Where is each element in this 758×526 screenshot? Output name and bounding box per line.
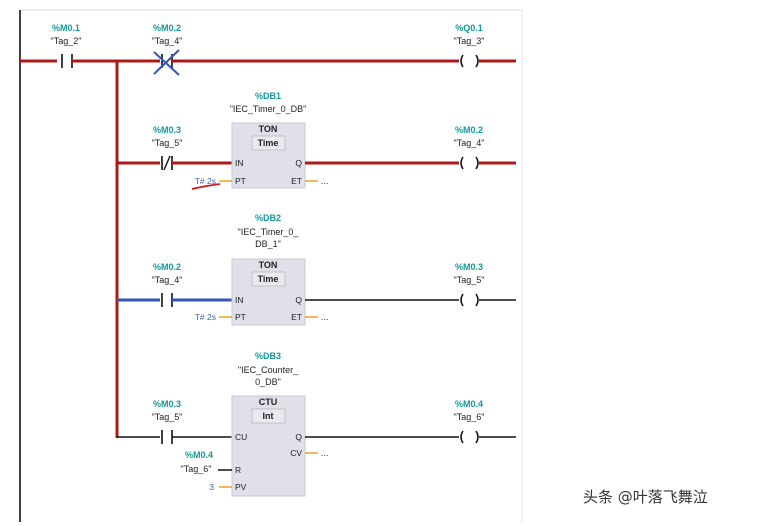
rung-3: %M0.2 "Tag_4" %DB2 "IEC_Timer_0_ DB_1" T… — [117, 213, 516, 326]
db3-datatype-selector[interactable] — [251, 408, 286, 424]
db1-pin-pt: PT — [235, 176, 246, 186]
cross-mark-icon — [153, 49, 180, 75]
ctu-block-db3[interactable]: CTU Int CU R PV Q CV — [231, 395, 306, 497]
db2-datatype-selector[interactable] — [251, 271, 286, 287]
db3-pv-value[interactable]: 3 — [209, 482, 214, 492]
contact-m02-top-tag: "Tag_4" — [152, 36, 183, 46]
db3-pin-pv: PV — [235, 482, 247, 492]
db2-pin-in: IN — [235, 295, 244, 305]
contact-m02-top-address: %M0.2 — [153, 23, 181, 33]
coil-m02[interactable] — [460, 156, 479, 170]
db1-instance-name: "IEC_Timer_0_DB" — [230, 104, 307, 114]
coil-m04[interactable] — [460, 430, 479, 444]
db1-pin-in: IN — [235, 158, 244, 168]
db2-pin-pt: PT — [235, 312, 246, 322]
db1-pin-et: ET — [291, 176, 302, 186]
db3-pin-r: R — [235, 465, 241, 475]
coil-q01-address: %Q0.1 — [455, 23, 483, 33]
coil-q01[interactable] — [460, 54, 479, 68]
contact-m03-no-address: %M0.3 — [153, 399, 181, 409]
coil-q01-tag: "Tag_3" — [454, 36, 485, 46]
db2-instance-name-line1: "IEC_Timer_0_ — [238, 227, 300, 237]
ton-block-db2[interactable]: TON Time IN PT Q ET — [231, 258, 306, 326]
coil-m02-address: %M0.2 — [455, 125, 483, 135]
db1-block-type: TON — [259, 124, 278, 134]
contact-m02-address: %M0.2 — [153, 262, 181, 272]
db2-block-type: TON — [259, 260, 278, 270]
db1-address: %DB1 — [255, 91, 281, 101]
contact-m01[interactable] — [61, 54, 73, 68]
db2-instance-name-line2: DB_1" — [255, 239, 281, 249]
contact-m03-nc[interactable] — [161, 155, 173, 171]
db1-datatype: Time — [258, 138, 279, 148]
contact-m02[interactable] — [161, 293, 173, 307]
db3-instance-name-line1: "IEC_Counter_ — [238, 365, 299, 375]
ton-block-db1[interactable]: TON Time IN PT Q ET — [231, 122, 306, 189]
db3-address: %DB3 — [255, 351, 281, 361]
rung-1: %M0.1 "Tag_2" %M0.2 "Tag_4" %Q0.1 "Tag_3… — [20, 23, 516, 76]
db3-instance-name-line2: 0_DB" — [255, 377, 281, 387]
coil-m03-tag: "Tag_5" — [454, 275, 485, 285]
coil-m03[interactable] — [460, 293, 479, 307]
rung-4: %M0.3 "Tag_5" %DB3 "IEC_Counter_ 0_DB" C… — [117, 351, 516, 497]
rung-2: %M0.3 "Tag_5" %DB1 "IEC_Timer_0_DB" TON … — [117, 91, 516, 190]
contact-m02-top[interactable] — [153, 49, 180, 76]
db3-pin-cv: CV — [290, 448, 302, 458]
db3-block-type: CTU — [259, 397, 278, 407]
contact-m02-tag: "Tag_4" — [152, 275, 183, 285]
db2-pin-et: ET — [291, 312, 302, 322]
coil-m04-tag: "Tag_6" — [454, 412, 485, 422]
db2-address: %DB2 — [255, 213, 281, 223]
contact-m03-tag: "Tag_5" — [152, 138, 183, 148]
negation-slash-icon — [163, 155, 171, 171]
db2-pt-value[interactable]: T# 2s — [195, 312, 216, 322]
db3-cv-value[interactable]: ... — [321, 448, 329, 458]
contact-m03-no[interactable] — [161, 430, 173, 444]
db1-pt-value[interactable]: T# 2s — [195, 176, 216, 186]
contact-m03-address: %M0.3 — [153, 125, 181, 135]
coil-m02-tag: "Tag_4" — [454, 138, 485, 148]
db3-pin-q: Q — [295, 432, 302, 442]
db2-pin-q: Q — [295, 295, 302, 305]
r-input-tag[interactable]: "Tag_6" — [181, 464, 212, 474]
db2-et-value[interactable]: ... — [321, 312, 329, 322]
cross-mark-icon — [153, 51, 180, 76]
db2-datatype: Time — [258, 274, 279, 284]
underline-annotation — [191, 183, 221, 190]
db3-datatype: Int — [263, 411, 274, 421]
contact-m01-tag: "Tag_2" — [51, 36, 82, 46]
db3-pin-cu: CU — [235, 432, 247, 442]
watermark-text: 头条 @叶落飞舞泣 — [583, 488, 708, 506]
db1-datatype-selector[interactable] — [251, 135, 286, 151]
coil-m04-address: %M0.4 — [455, 399, 483, 409]
coil-m03-address: %M0.3 — [455, 262, 483, 272]
r-input-address: %M0.4 — [185, 450, 213, 460]
db1-pin-q: Q — [295, 158, 302, 168]
contact-m01-address: %M0.1 — [52, 23, 80, 33]
db1-et-value[interactable]: ... — [321, 176, 329, 186]
contact-m03-no-tag: "Tag_5" — [152, 412, 183, 422]
